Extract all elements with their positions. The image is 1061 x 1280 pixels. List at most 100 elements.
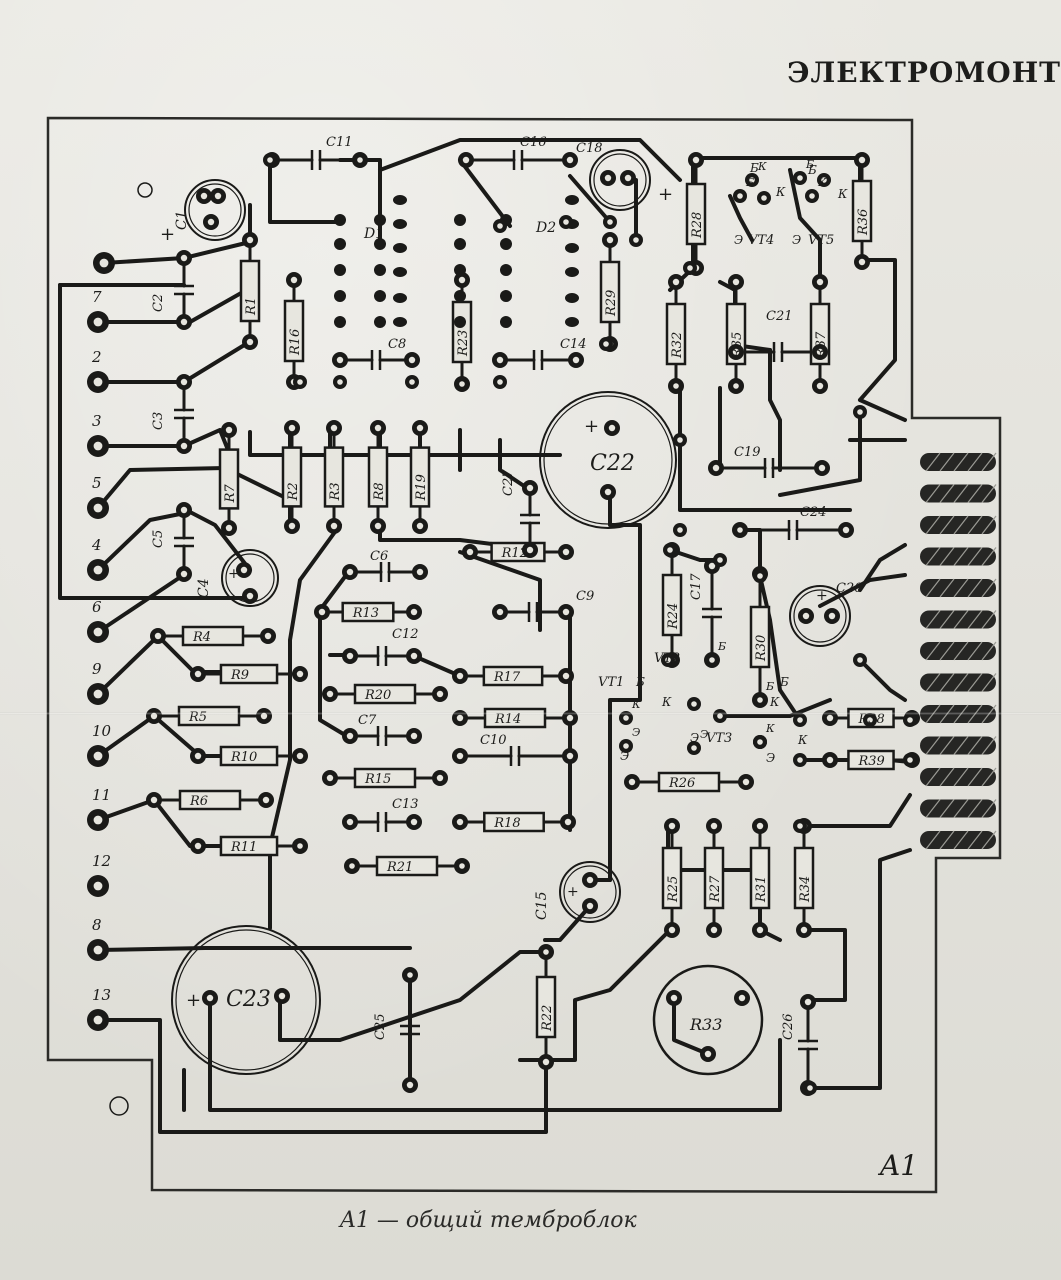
component-label: R6 [189,794,208,809]
electrolytic-capacitor [184,179,246,241]
component-label: R11 [230,840,257,855]
component-label: + [186,990,201,1011]
edge-finger [920,799,996,818]
page-header: ЭЛЕКТРОМОНТ [787,56,1061,89]
component-label: R29 [604,290,619,317]
component-label: 9 [92,660,102,678]
component-label: R34 [798,876,813,903]
component-label: R35 [730,332,745,359]
resistor-body [177,705,241,727]
component-label: Э [690,731,699,745]
component-label: C15 [534,891,550,920]
ic-pin [565,243,579,253]
component-label: C3 [151,412,166,430]
resistor-body [375,855,439,877]
resistor-body [793,846,815,910]
component-label: C26 [781,1014,796,1041]
ic-pin [454,264,466,276]
component-label: R19 [414,474,429,501]
component-label: 13 [92,986,111,1004]
component-label: R33 [689,1015,722,1034]
component-label: + [160,224,175,245]
ic-pin [454,214,466,226]
resistor-body [409,446,431,508]
component-label: К [837,187,848,201]
paper-fold [0,712,1061,715]
component-label: Б [717,640,726,653]
component-label: 3 [92,412,102,430]
component-label: 5 [92,474,102,492]
edge-finger [920,736,996,755]
resistor-body [367,446,389,508]
ic-pin [374,214,386,226]
resistor-body [353,683,417,705]
component-label: R39 [857,754,884,769]
resistor-body [219,745,279,767]
component-label: Э [734,233,743,247]
ic-pin [565,195,579,205]
component-label: R4 [192,630,211,645]
component-label: C12 [392,627,419,642]
component-label: Б [749,161,759,175]
edge-finger [920,768,996,786]
electrolytic-capacitor [171,925,321,1075]
resistor-body [483,707,547,729]
component-label: R1 [244,297,259,316]
resistor-body [847,749,895,771]
ic-pin [334,316,346,328]
edge-finger [920,453,996,471]
resistor-body [219,663,279,685]
board-id-label: A1 [877,1149,918,1182]
component-label: C18 [576,141,603,156]
component-label: C21 [766,309,793,324]
component-label: R16 [288,329,303,356]
resistor-body [483,811,545,833]
component-label: К [769,695,780,709]
electrolytic-capacitor [589,149,651,211]
component-label: К [757,160,767,173]
component-label: R9 [230,668,249,683]
component-label: К [775,185,786,199]
component-label: Б [745,176,754,189]
electrolytic-capacitor [221,549,279,607]
ic-pin [334,290,346,302]
component-label: C17 [689,573,704,600]
component-label: Э [792,233,801,247]
ic-pin [334,238,346,250]
component-label: C11 [326,135,353,150]
component-label: R12 [501,546,528,561]
component-label: R30 [754,635,769,662]
ic-pin [374,290,386,302]
component-label: Б [805,158,814,171]
component-label: C23 [226,987,271,1012]
component-label: R7 [223,484,238,504]
component-label: Э [632,726,640,739]
component-label: C2 [151,294,166,312]
trimmer-r33 [652,964,764,1076]
component-label: 4 [91,536,102,554]
component-label: R15 [364,772,391,787]
edge-finger [920,579,996,597]
resistor-body [685,182,707,246]
component-label: C4 [196,578,212,598]
resistor-body [599,260,621,324]
component-label: 12 [92,852,111,870]
resistor-body [749,846,771,910]
edge-finger [920,610,996,629]
resistor-body [218,448,240,510]
ic-pin [334,264,346,276]
component-label: 10 [92,722,112,740]
ic-pin [334,214,346,226]
component-label: К [661,695,672,709]
component-label: C13 [392,797,419,812]
ic-pin [500,264,512,276]
resistor-body [341,601,395,623]
resistor-body [178,789,242,811]
component-label: К [797,733,808,747]
resistor-body [661,573,683,637]
ic-pin [393,195,407,205]
resistor-body [219,835,279,857]
resistor-body [851,179,873,243]
ic-pin [500,238,512,250]
